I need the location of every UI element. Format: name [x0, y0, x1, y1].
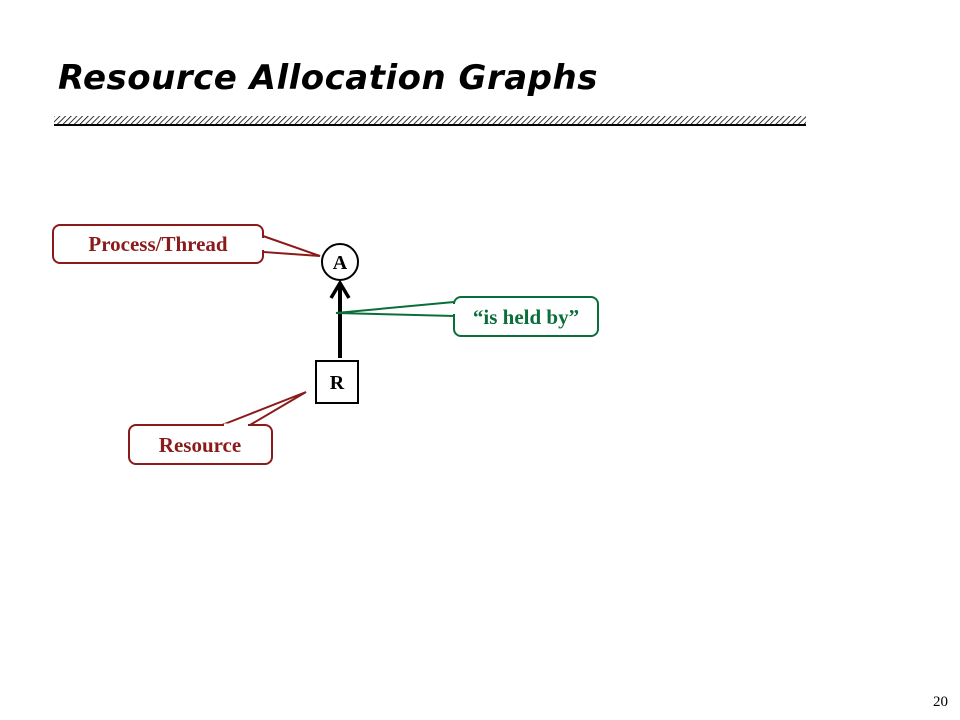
title-underline — [54, 116, 806, 126]
slide-title: Resource Allocation Graphs — [58, 58, 598, 98]
held-by-edge — [329, 279, 351, 358]
resource-callout: Resource — [128, 391, 307, 465]
resource-node-label: R — [330, 372, 345, 394]
edge-callout-label: “is held by” — [473, 305, 579, 329]
process-node-label: A — [333, 252, 348, 274]
process-node: A — [321, 243, 359, 281]
edge-callout: “is held by” — [335, 296, 599, 337]
resource-node: R — [315, 360, 359, 404]
process-callout: Process/Thread — [52, 224, 321, 264]
page-number: 20 — [933, 694, 948, 710]
resource-callout-label: Resource — [159, 433, 241, 457]
process-callout-label: Process/Thread — [88, 232, 228, 256]
